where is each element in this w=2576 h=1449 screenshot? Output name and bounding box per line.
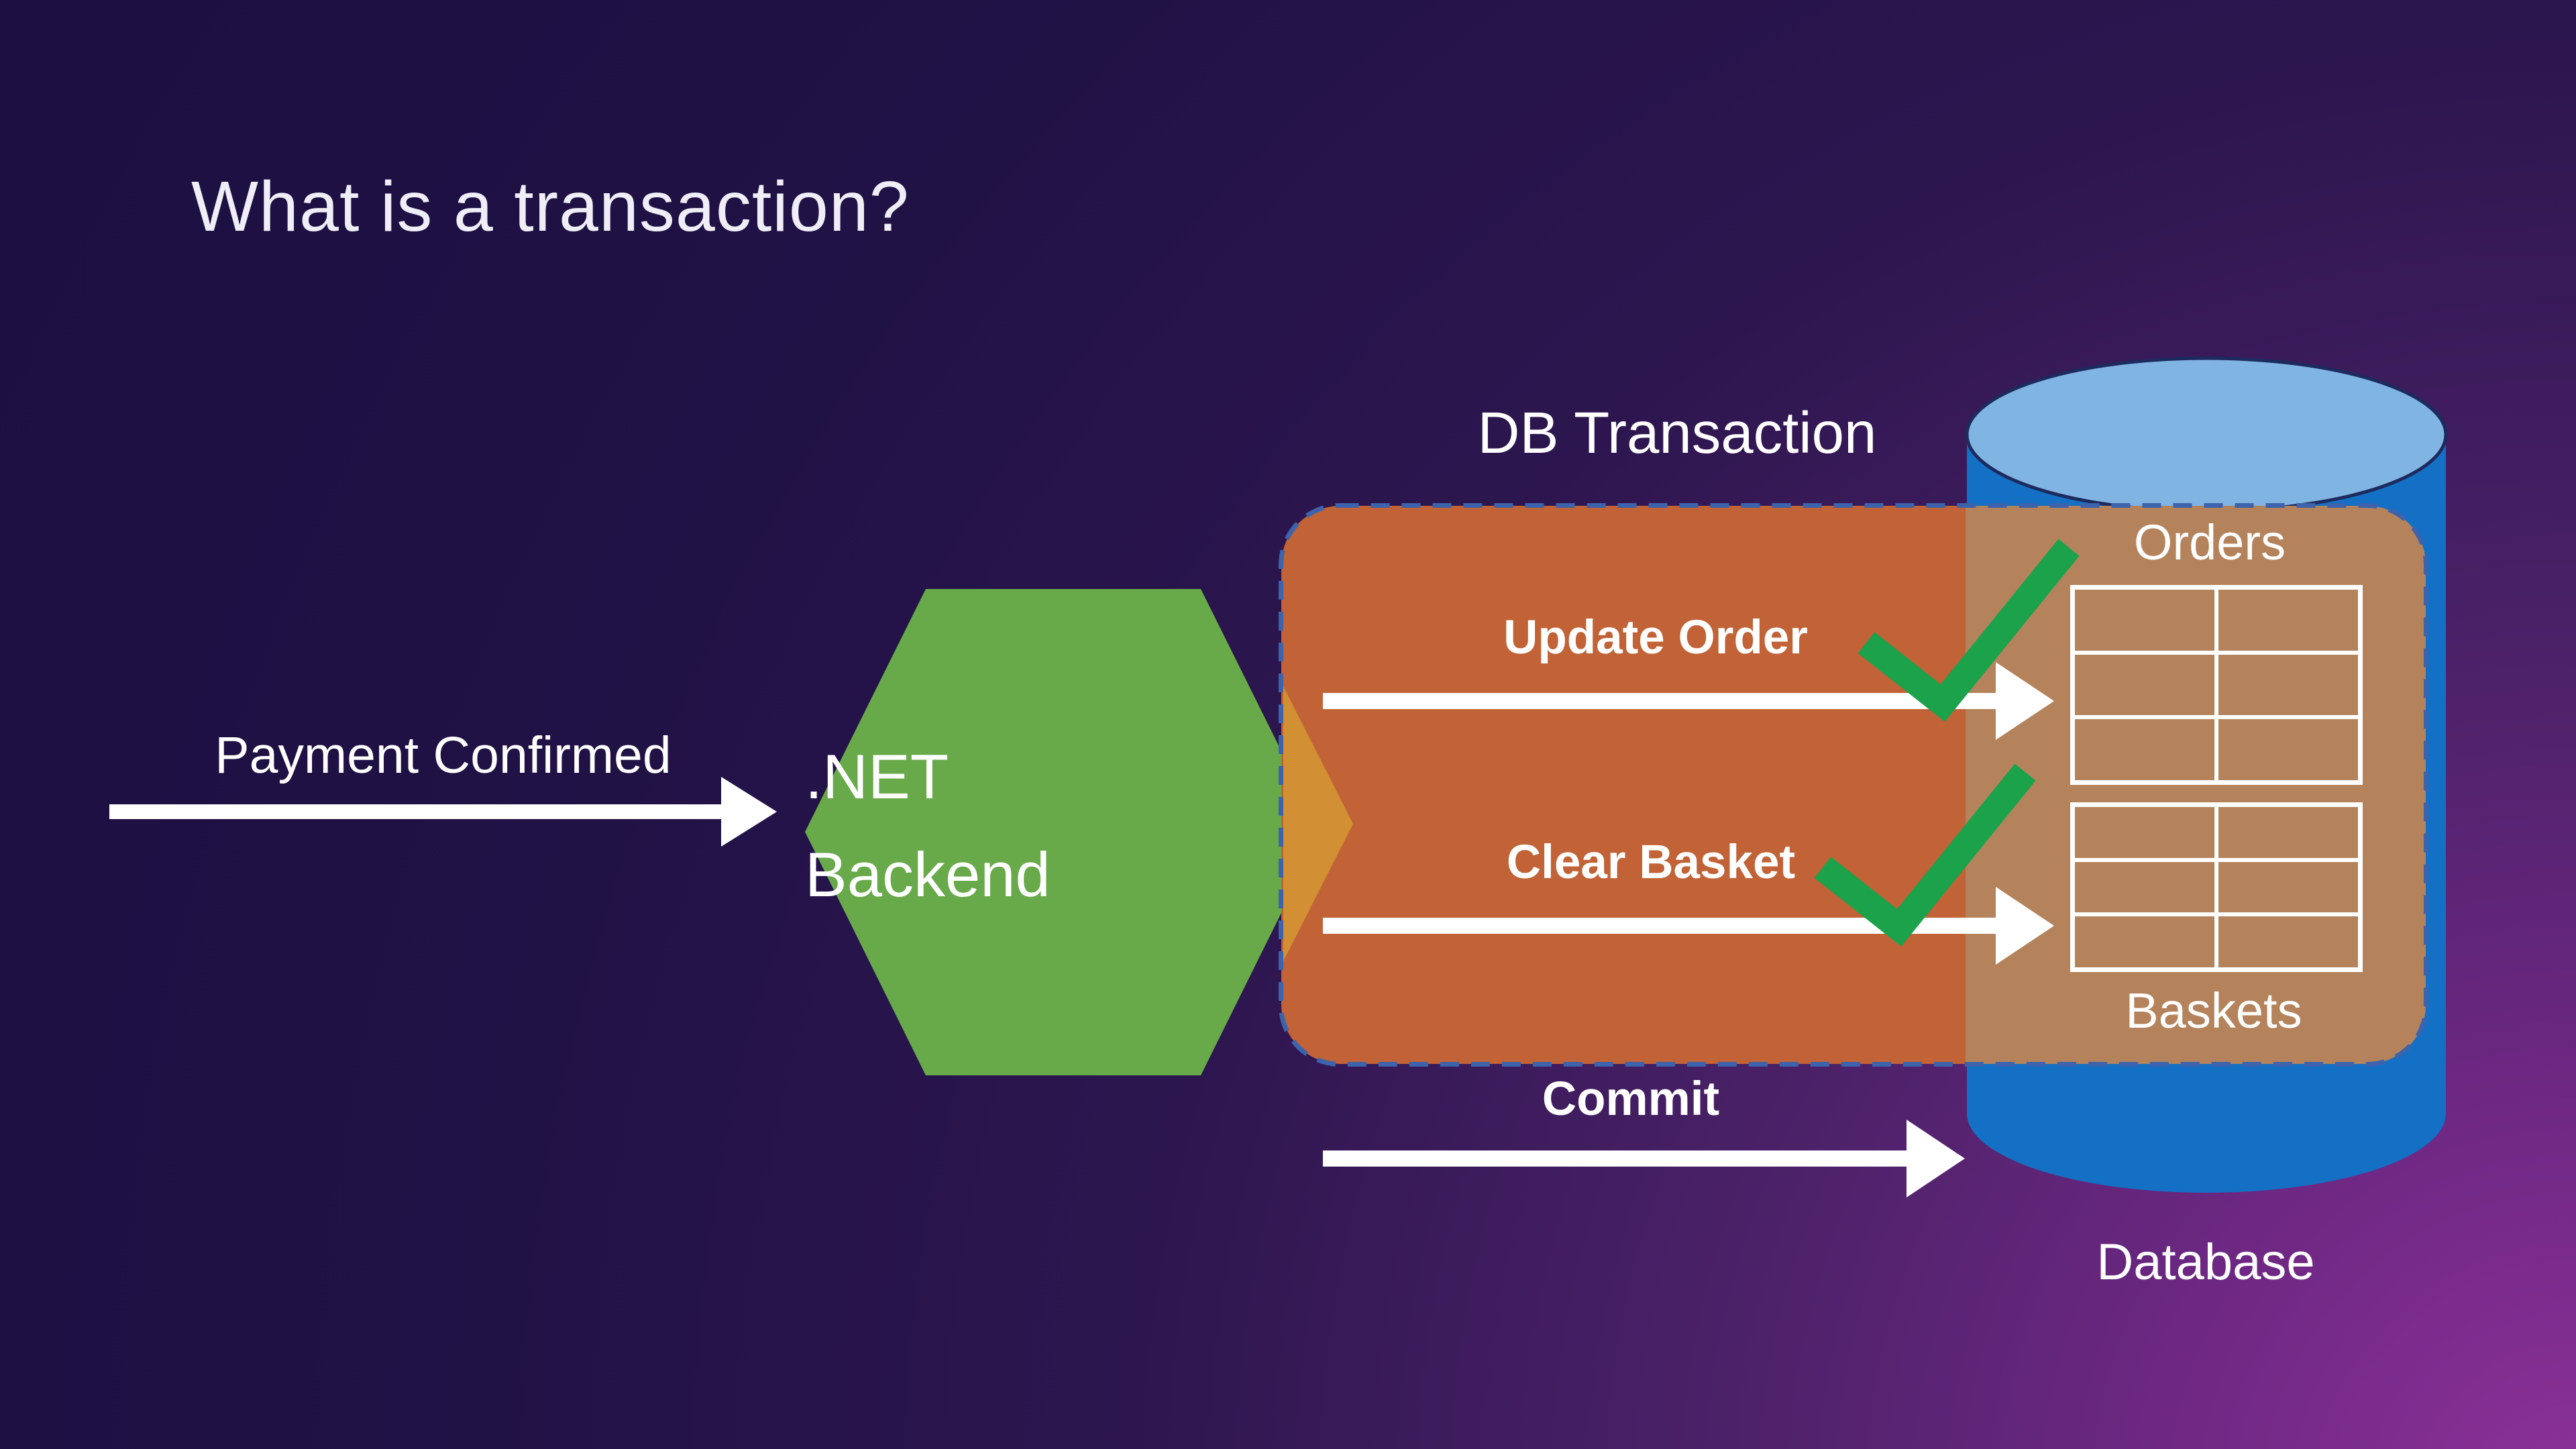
backend-label-line2: Backend (805, 839, 1051, 910)
table-cell (2073, 588, 2216, 653)
commit-label: Commit (1542, 1073, 1720, 1126)
table-cell (2216, 588, 2360, 653)
clear-basket-label: Clear Basket (1506, 836, 1796, 889)
database-label: Database (2096, 1234, 2315, 1291)
checkmark-icon (1814, 763, 2036, 947)
checkmark-icon (1858, 539, 2080, 722)
backend-label: .NET Backend (805, 728, 1322, 923)
table-cell (2216, 805, 2360, 860)
db-transaction-label: DB Transaction (1477, 400, 1877, 466)
baskets-table (2070, 802, 2363, 972)
table-cell (2073, 805, 2216, 860)
backend-hexagon-shape (805, 589, 1322, 1075)
commit-arrow (1323, 1120, 1965, 1197)
table-cell (2216, 914, 2360, 969)
orders-table-label: Orders (2133, 515, 2286, 570)
payment-arrow (109, 777, 777, 847)
orders-table (2070, 585, 2363, 785)
table-cell (2216, 652, 2360, 718)
table-cell (2216, 717, 2360, 782)
page-title: What is a transaction? (191, 167, 910, 246)
transaction-dashed-border (1279, 503, 2428, 1067)
table-cell (2073, 652, 2216, 718)
table-cell (2216, 859, 2360, 915)
backend-label-line1: .NET (805, 741, 949, 812)
baskets-table-label: Baskets (2125, 983, 2302, 1038)
table-cell (2073, 914, 2216, 969)
database-cylinder-top (1965, 356, 2448, 513)
table-cell (2073, 859, 2216, 915)
payment-confirmed-label: Payment Confirmed (215, 727, 672, 784)
update-order-arrow (1323, 662, 2054, 740)
flow-chevron-icon (1283, 686, 1353, 961)
update-order-label: Update Order (1503, 611, 1808, 664)
table-cell (2073, 717, 2216, 782)
